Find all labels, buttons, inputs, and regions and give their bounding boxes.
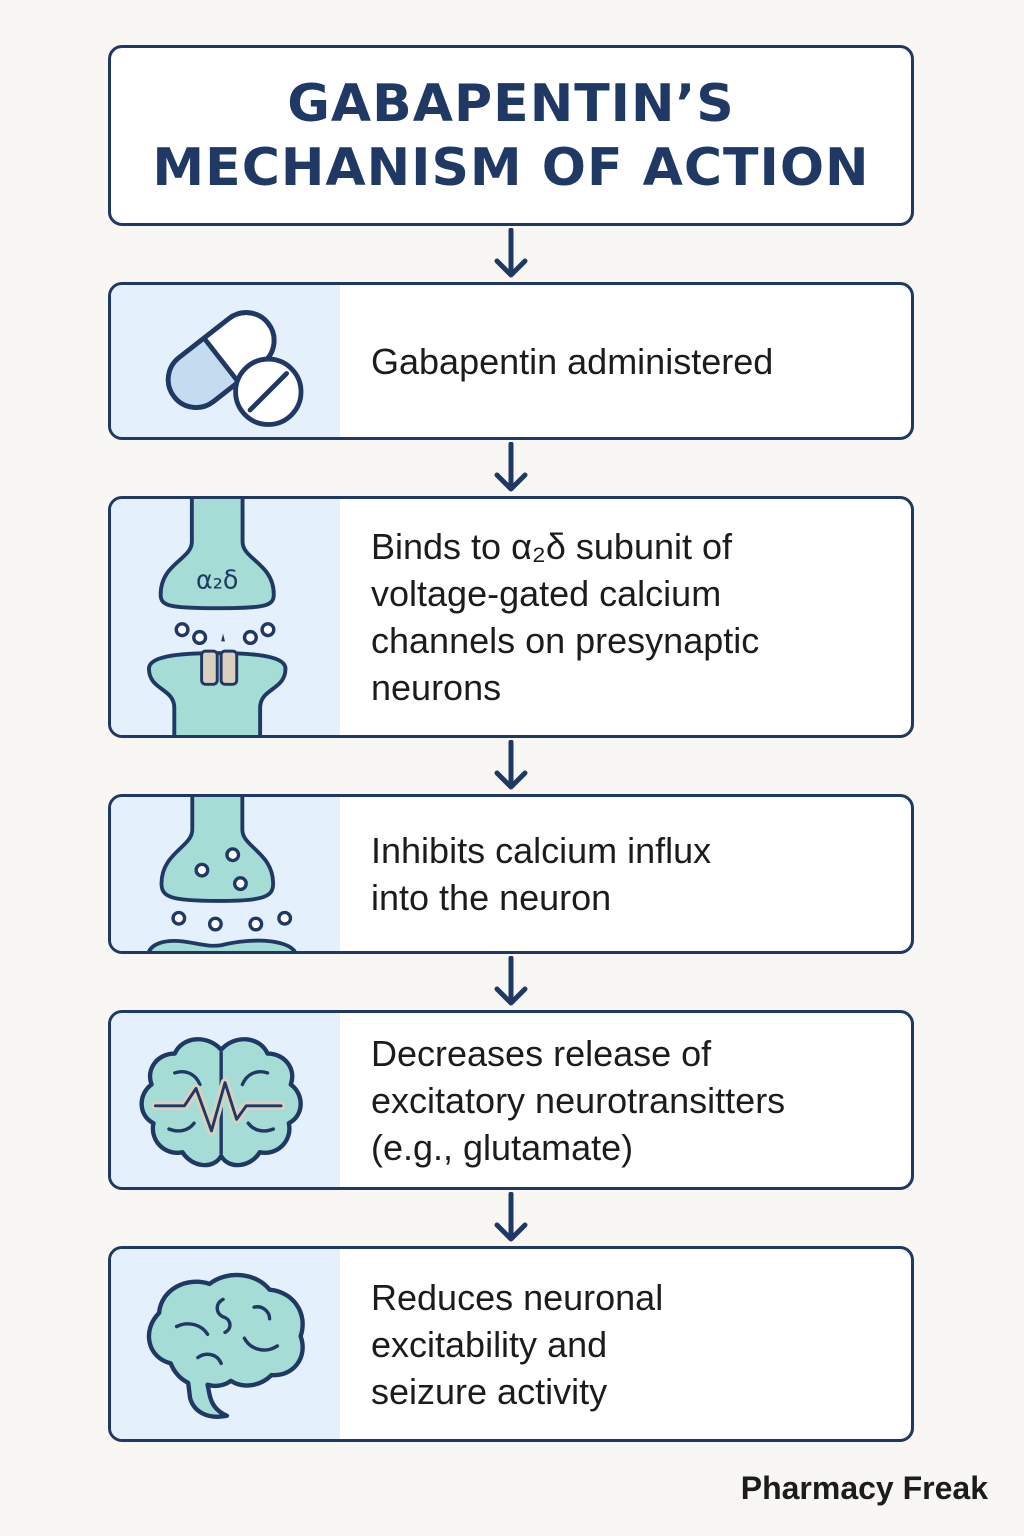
flow-arrow-4 [494, 956, 528, 1006]
title-line-1: GABAPENTIN’S [287, 73, 735, 134]
step-1-box: Gabapentin administered [108, 282, 914, 440]
flow-arrow-5 [494, 1192, 528, 1242]
step-2-box: α₂δ Binds to α₂δ subunit of voltage-gate… [108, 496, 914, 738]
step-5-text-wrap: Reduces neuronal excitability and seizur… [371, 1249, 887, 1439]
flow-arrow-1 [494, 228, 528, 278]
synapse-calcium-icon [147, 797, 297, 951]
step-5-box: Reduces neuronal excitability and seizur… [108, 1246, 914, 1442]
title-line-2: MECHANISM OF ACTION [152, 137, 870, 198]
step-1-icon-panel [111, 285, 340, 437]
step-1-text-wrap: Gabapentin administered [371, 285, 887, 437]
step-3-icon-panel [111, 797, 340, 951]
step-3-text: Inhibits calcium influx into the neuron [371, 830, 712, 918]
flow-arrow-3 [494, 740, 528, 790]
step-5-icon-panel [111, 1249, 340, 1439]
step-4-box: Decreases release of excitatory neurotra… [108, 1010, 914, 1190]
step-3-box: Inhibits calcium influx into the neuron [108, 794, 914, 954]
step-4-text: Decreases release of excitatory neurotra… [371, 1032, 786, 1168]
step-4-icon-panel [111, 1013, 340, 1187]
step-4-text-wrap: Decreases release of excitatory neurotra… [371, 1013, 887, 1187]
step-2-icon-panel: α₂δ [111, 499, 340, 735]
step-5-text: Reduces neuronal excitability and seizur… [371, 1276, 664, 1412]
step-1-text: Gabapentin administered [371, 340, 774, 382]
step-2-text: Binds to α₂δ subunit of voltage-gated ca… [371, 526, 760, 708]
synapse-receptor-icon: α₂δ [146, 499, 288, 735]
capsule-and-tablet-icon [165, 310, 304, 427]
brand-label: Pharmacy Freak [740, 1470, 988, 1506]
title-box: GABAPENTIN’S MECHANISM OF ACTION [108, 45, 914, 226]
alpha2delta-label: α₂δ [196, 565, 238, 595]
flow-arrow-2 [494, 442, 528, 492]
brain-signal-icon [139, 1037, 303, 1168]
brain-icon [146, 1272, 305, 1419]
step-2-text-wrap: Binds to α₂δ subunit of voltage-gated ca… [371, 499, 887, 735]
step-3-text-wrap: Inhibits calcium influx into the neuron [371, 797, 887, 951]
